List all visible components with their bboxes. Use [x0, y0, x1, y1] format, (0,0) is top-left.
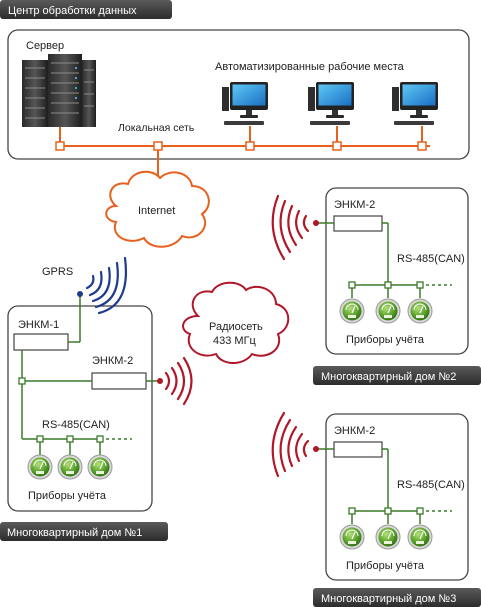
rs485-bus-1 — [21, 350, 132, 455]
radio-wave-icon — [271, 411, 310, 478]
server-rack-icon — [22, 54, 96, 127]
bus-nodes-2 — [348, 281, 424, 289]
utility-meter-icon — [87, 454, 113, 480]
bus-label-1: RS-485(CAN) — [42, 419, 110, 431]
radio-network-label-line1: Радиосеть — [209, 321, 263, 333]
enkm2-label-1: ЭНКМ-2 — [92, 355, 133, 367]
building-1-title-tab: Многоквартирный дом №1 — [0, 522, 168, 541]
data-center-title: Центр обработки данных — [8, 5, 137, 17]
data-center-section: Центр обработки данных Сервер Автоматизи… — [0, 0, 470, 176]
radio-antenna-2 — [313, 220, 319, 226]
building-1-title: Многоквартирный дом №1 — [7, 527, 142, 539]
building-2-title: Многоквартирный дом №2 — [321, 371, 456, 383]
enkm2-label-3: ЭНКМ-2 — [334, 425, 375, 437]
building-2-box — [325, 187, 469, 355]
enkm2-label-2: ЭНКМ-2 — [334, 199, 375, 211]
enkm2-device-1 — [91, 372, 147, 390]
utility-meter-icon — [375, 298, 401, 324]
radio-wave-icon — [164, 356, 193, 406]
bus-nodes-3 — [348, 507, 424, 515]
meters-label-3: Приборы учёта — [346, 560, 425, 572]
meters-label-1: Приборы учёта — [28, 490, 107, 502]
building-1-section: GPRS ЭНКМ-1 ЭНКМ-2 — [0, 256, 193, 541]
enkm2-device-3 — [333, 441, 383, 458]
radio-network-label-line2: 433 МГц — [213, 335, 257, 347]
utility-meter-icon — [339, 298, 365, 324]
internet-cloud: Internet — [105, 170, 210, 248]
utility-meter-icon — [57, 454, 83, 480]
enkm1-label: ЭНКМ-1 — [18, 319, 59, 331]
bus-label-2: RS-485(CAN) — [397, 253, 465, 265]
bus-label-3: RS-485(CAN) — [397, 479, 465, 491]
bus-nodes-1 — [18, 377, 104, 443]
meters-label-2: Приборы учёта — [346, 334, 425, 346]
data-center-title-tab: Центр обработки данных — [0, 0, 172, 19]
radio-antenna-3 — [313, 446, 319, 452]
enkm2-device-2 — [333, 215, 383, 232]
enkm1-device — [13, 333, 69, 351]
radio-wave-icon — [271, 194, 310, 261]
utility-meter-icon — [27, 454, 53, 480]
workstations-label: Автоматизированные рабочие места — [215, 61, 405, 73]
radio-antenna-1 — [157, 378, 163, 384]
utility-meter-icon — [407, 524, 433, 550]
building-3-title-tab: Многоквартирный дом №3 — [313, 588, 481, 607]
building-3-section: ЭНКМ-2 RS-485(CAN) Приборы — [271, 411, 481, 607]
lan-nodes — [55, 141, 427, 151]
building-3-title: Многоквартирный дом №3 — [321, 593, 456, 605]
utility-meter-icon — [407, 298, 433, 324]
radio-network-cloud: Радиосеть 433 МГц — [182, 281, 290, 364]
utility-meter-icon — [339, 524, 365, 550]
gprs-antenna-tip — [77, 291, 83, 297]
building-2-title-tab: Многоквартирный дом №2 — [313, 366, 481, 385]
internet-label: Internet — [138, 205, 175, 217]
gprs-wave-icon — [85, 256, 127, 315]
server-label: Сервер — [26, 40, 64, 52]
building-3-box — [325, 413, 469, 581]
gprs-label: GPRS — [42, 266, 73, 278]
lan-label: Локальная сеть — [118, 122, 195, 134]
utility-meter-icon — [375, 524, 401, 550]
building-2-section: ЭНКМ-2 RS-485(CAN) Приборы — [271, 187, 481, 385]
